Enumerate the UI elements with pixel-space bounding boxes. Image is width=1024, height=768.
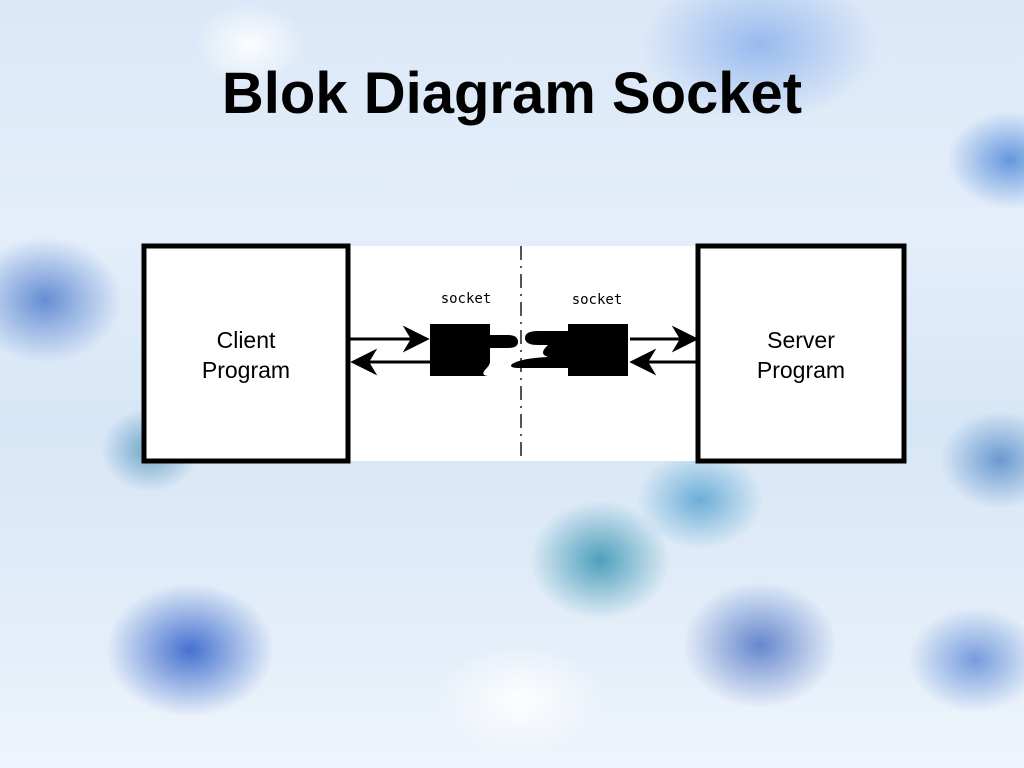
server-program-box: [695, 243, 907, 464]
client-label-line1: Client: [217, 327, 276, 353]
right-socket-icon: [511, 324, 628, 376]
slide-title: Blok Diagram Socket: [221, 61, 803, 126]
client-label-line2: Program: [202, 357, 290, 383]
left-socket-icon: [430, 324, 518, 376]
server-label-line1: Server: [767, 327, 835, 353]
client-program-box: [141, 243, 351, 464]
server-label-line2: Program: [757, 357, 845, 383]
left-socket-label: socket: [441, 291, 492, 307]
socket-block-diagram: Client Program Server Program socket soc…: [141, 243, 907, 464]
right-socket-label: socket: [572, 292, 623, 308]
connection-panel: [348, 246, 702, 461]
